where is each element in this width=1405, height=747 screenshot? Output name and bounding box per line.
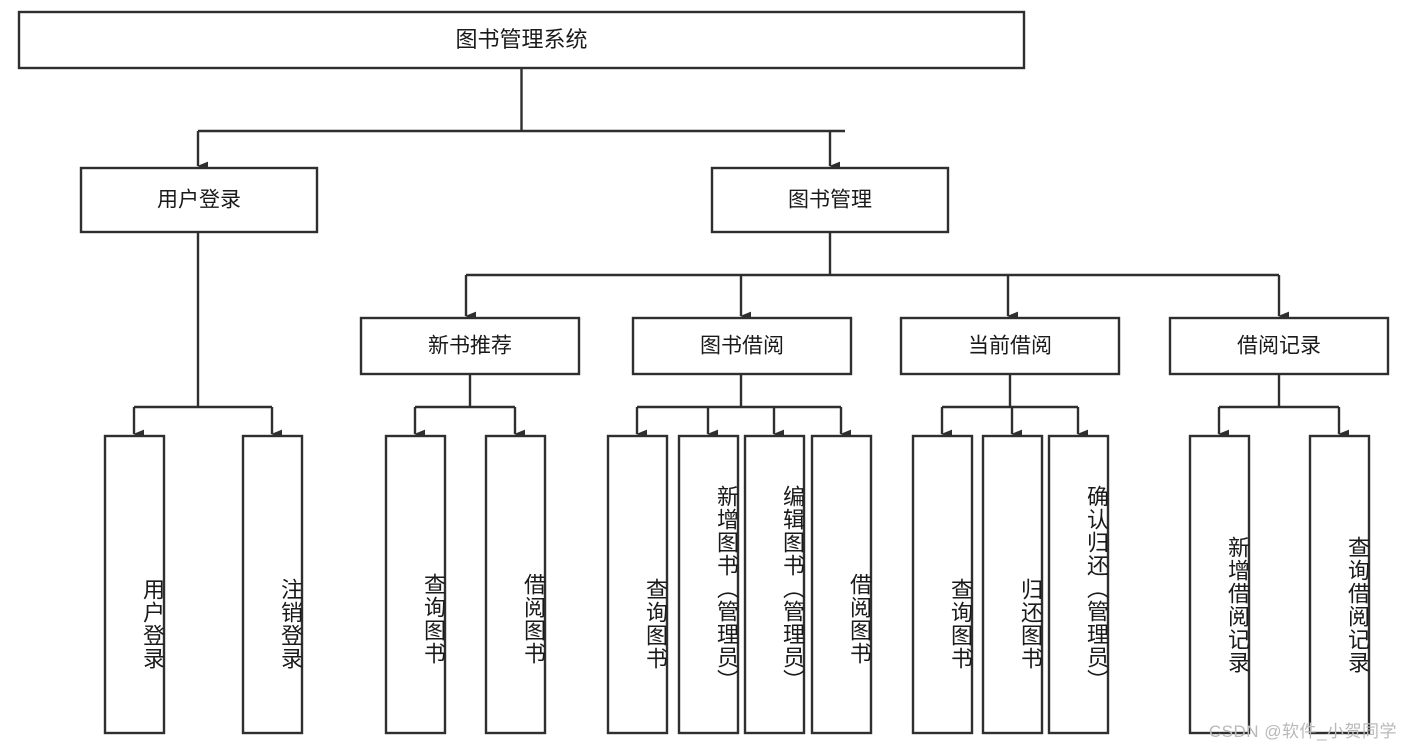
leaf-rect-confirm-return-admin[interactable] [1047,434,1110,735]
leaf-rect-borrow-book-1[interactable] [484,434,547,735]
leaf-rect-query-borrow-record[interactable] [1308,434,1371,735]
node-new-book-recommend-label: 新书推荐 [428,335,512,358]
connector-borrowrecord-to-leaves [1217,374,1350,439]
node-book-management-label: 图书管理 [788,189,872,212]
node-root-label: 图书管理系统 [455,27,587,52]
node-borrow-record-label: 借阅记录 [1237,335,1321,358]
leaf-rect-query-book-1[interactable] [384,434,447,735]
connector-borrow-to-leaves [635,374,852,439]
leaf-rect-add-borrow-record[interactable] [1188,434,1251,735]
leaf-rect-add-book-admin[interactable] [677,434,740,735]
node-borrow-record[interactable]: 借阅记录 [1168,316,1390,376]
node-book-borrow-label: 图书借阅 [700,335,784,358]
node-book-management[interactable]: 图书管理 [710,166,950,234]
node-user-login[interactable]: 用户登录 [79,166,319,234]
node-book-borrow[interactable]: 图书借阅 [631,316,853,376]
leaf-rect-borrow-book-2[interactable] [810,434,873,735]
connector-newbook-to-leaves [413,374,526,439]
node-root[interactable]: 图书管理系统 [17,10,1026,70]
leaf-rect-return-book[interactable] [981,434,1044,735]
node-current-borrow[interactable]: 当前借阅 [899,316,1121,376]
leaf-rect-query-book-3[interactable] [911,434,974,735]
leaf-rects [103,434,1371,735]
connector-root-to-level2 [196,68,845,171]
node-user-login-label: 用户登录 [157,189,241,212]
csdn-watermark: CSDN @软件_小贺同学 [1208,722,1397,741]
connector-userlogin-to-leaves [132,232,283,439]
node-current-borrow-label: 当前借阅 [968,335,1052,358]
leaf-rect-logout-login[interactable] [241,434,304,735]
connector-currentborrow-to-leaves [940,374,1089,439]
leaf-rect-edit-book-admin[interactable] [743,434,806,735]
connector-bookmgmt-to-level3 [464,232,1290,321]
leaf-rect-user-login[interactable] [103,434,166,735]
leaf-rect-query-book-2[interactable] [606,434,669,735]
node-new-book-recommend[interactable]: 新书推荐 [359,316,581,376]
